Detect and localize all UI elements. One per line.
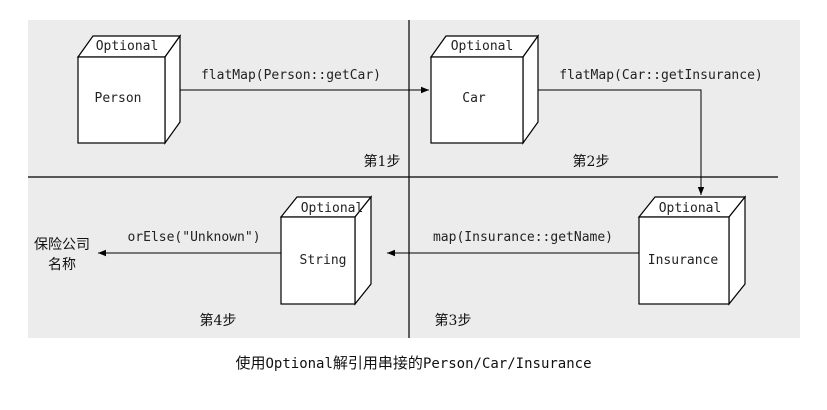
caption-part-1: 使用 — [235, 354, 266, 372]
arrow-label-orelse-unknown: orElse("Unknown") — [127, 230, 260, 245]
box-header: Optional — [96, 39, 159, 54]
step-label-3: 第3步 — [435, 312, 472, 329]
optional-box-string: Optional String — [279, 195, 373, 306]
box-header: Optional — [301, 201, 364, 216]
step-label-2: 第2步 — [573, 153, 610, 170]
box-content: Car — [462, 91, 486, 106]
box-content: Person — [95, 91, 142, 106]
optional-box-car: Optional Car — [429, 34, 540, 145]
caption-part-4: Person/Car/Insurance — [422, 356, 592, 372]
step-label-1: 第1步 — [364, 153, 401, 170]
arrow-label-flatmap-getcar: flatMap(Person::getCar) — [201, 68, 381, 83]
box-content: Insurance — [648, 253, 719, 268]
optional-box-person: Optional Person — [76, 34, 182, 145]
box-content: String — [300, 253, 347, 268]
caption-part-2: Optional — [265, 356, 333, 372]
arrow-label-map-getname: map(Insurance::getName) — [433, 230, 613, 245]
box-header: Optional — [451, 39, 514, 54]
optional-box-insurance: Optional Insurance — [637, 195, 747, 306]
result-label-line1: 保险公司 — [34, 237, 90, 253]
step-label-4: 第4步 — [200, 312, 237, 329]
result-label-line2: 名称 — [48, 257, 76, 273]
arrow-car-to-insurance — [538, 89, 705, 195]
box-header: Optional — [659, 201, 722, 216]
figure-caption: 使用Optional解引用串接的Person/Car/Insurance — [0, 352, 827, 373]
caption-part-3: 解引用串接的 — [332, 354, 423, 372]
arrow-label-flatmap-getinsurance: flatMap(Car::getInsurance) — [559, 68, 763, 83]
